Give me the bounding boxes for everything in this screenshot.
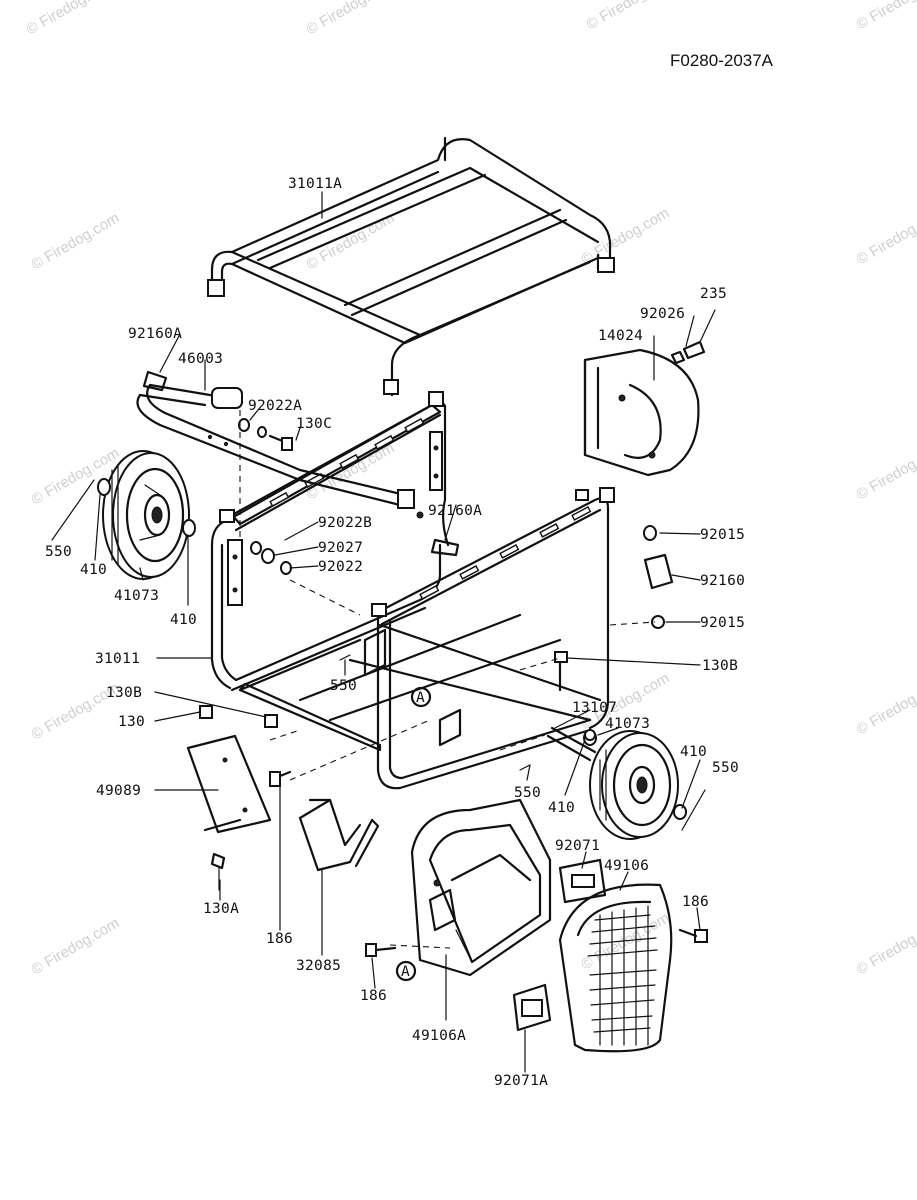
callout-410-inner: 410	[170, 612, 197, 628]
callout-130A: 130A	[203, 901, 239, 917]
callout-32085: 32085	[296, 958, 341, 974]
callout-92022A: 92022A	[248, 398, 302, 414]
watermark-text: © Firedog.com	[854, 0, 917, 33]
watermark-text: © Firedog.com	[854, 674, 917, 738]
callout-92160: 92160	[700, 573, 745, 589]
callout-550-mid: 550	[330, 678, 357, 694]
callout-13107: 13107	[572, 700, 617, 716]
watermark-text: © Firedog.com	[304, 0, 398, 38]
callout-92071: 92071	[555, 838, 600, 854]
watermark-text: © Firedog.com	[579, 909, 673, 973]
callout-46003: 46003	[178, 351, 223, 367]
assembly-guide-lines	[239, 410, 656, 949]
callout-labels: 31011A 92160A 46003 92022A 130C 92026 23…	[45, 176, 745, 1089]
carry-handle	[136, 370, 460, 557]
callout-41073-right: 41073	[605, 716, 650, 732]
callout-92015-top: 92015	[700, 527, 745, 543]
callout-92026: 92026	[640, 306, 685, 322]
diagram-code: F0280-2037A	[670, 51, 774, 70]
callout-130B-left: 130B	[106, 685, 142, 701]
right-wheel	[546, 726, 706, 840]
callout-92160A-mid: 92160A	[428, 503, 482, 519]
callout-92160A-top: 92160A	[128, 326, 182, 342]
callout-130B-right: 130B	[702, 658, 738, 674]
hardware-fasteners	[199, 418, 674, 771]
watermark-text: © Firedog.com	[579, 204, 673, 268]
callout-410-left: 410	[80, 562, 107, 578]
shield-cover	[583, 309, 716, 477]
callout-550-right: 550	[712, 760, 739, 776]
callout-49106: 49106	[604, 858, 649, 874]
callout-92071A: 92071A	[494, 1073, 548, 1089]
callout-550-bottom: 550	[514, 785, 541, 801]
watermark-text: © Firedog.com	[29, 914, 123, 978]
callout-49106A: 49106A	[412, 1028, 466, 1044]
callout-31011A: 31011A	[288, 176, 342, 192]
callout-410-right: 410	[680, 744, 707, 760]
callout-49089: 49089	[96, 783, 141, 799]
callout-410-bottom: 410	[548, 800, 575, 816]
callout-14024: 14024	[598, 328, 643, 344]
muffler-guard-49106	[558, 883, 708, 1053]
callout-186-right: 186	[682, 894, 709, 910]
bracket-32085	[298, 798, 380, 872]
callout-31011: 31011	[95, 651, 140, 667]
upper-handle-frame	[207, 136, 615, 397]
callout-186-left: 186	[266, 931, 293, 947]
callout-92015-bottom: 92015	[700, 615, 745, 631]
watermark-text: © Firedog.com	[29, 209, 123, 273]
upper-front-slots	[419, 506, 592, 600]
callout-130: 130	[118, 714, 145, 730]
callout-92022B: 92022B	[318, 515, 372, 531]
reference-mark-a-top: A	[416, 690, 425, 706]
callout-550-left: 550	[45, 544, 72, 560]
watermark-text: © Firedog.com	[584, 0, 678, 33]
muffler-cover-49106A	[365, 798, 607, 1032]
watermark-text: © Firedog.com	[854, 204, 917, 268]
callout-92027: 92027	[318, 540, 363, 556]
watermark-text: © Firedog.com	[854, 914, 917, 978]
callout-186-mid: 186	[360, 988, 387, 1004]
watermark-text: © Firedog.com	[854, 439, 917, 503]
side-panel-49089	[186, 734, 292, 891]
callout-92022: 92022	[318, 559, 363, 575]
leader-lines	[94, 191, 701, 1073]
left-wheel	[51, 450, 196, 580]
reference-mark-a-bottom: A	[401, 964, 410, 980]
watermark-text: © Firedog.com	[24, 0, 118, 38]
callout-235: 235	[700, 286, 727, 302]
callout-130C: 130C	[296, 416, 332, 432]
callout-41073-left: 41073	[114, 588, 159, 604]
main-frame	[210, 391, 615, 790]
upper-rear-slots	[269, 417, 425, 507]
muffler-guard-vents	[587, 905, 658, 1046]
